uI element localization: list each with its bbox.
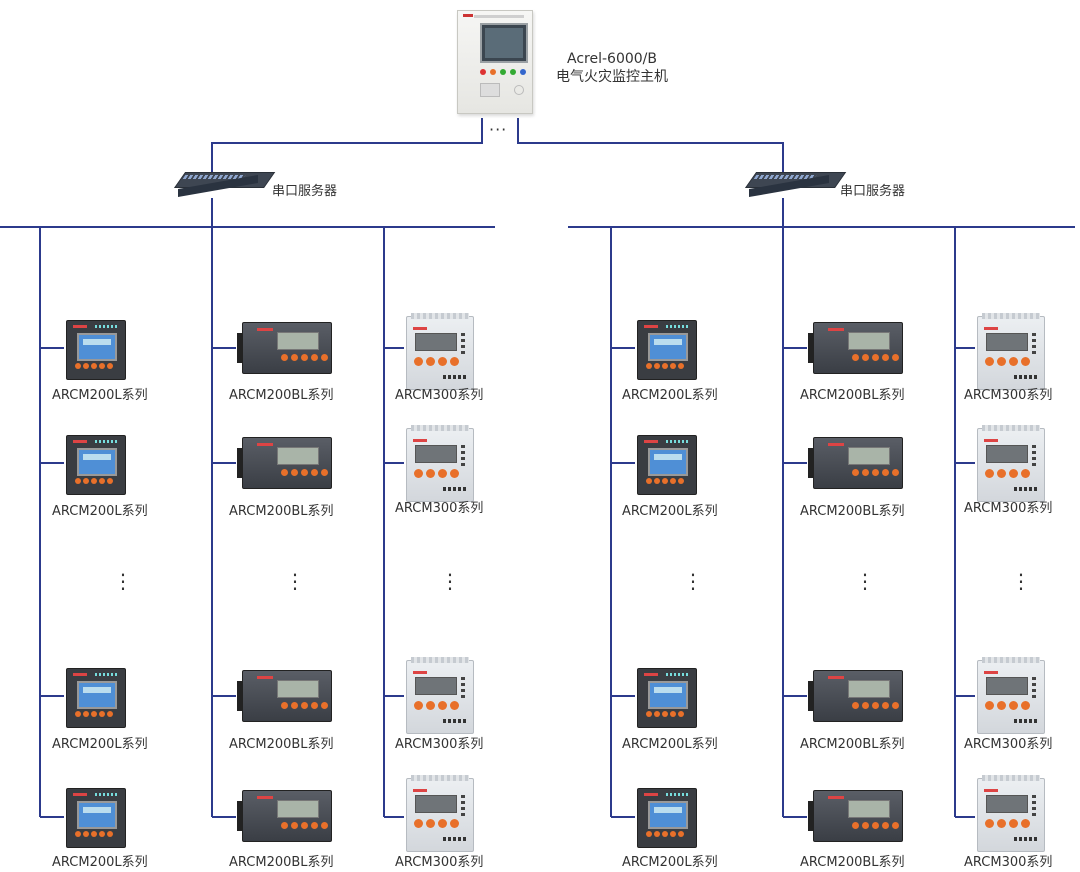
arcm300-din-meter-icon xyxy=(977,775,1045,852)
arcm200bl-meter-icon xyxy=(237,670,332,722)
vertical-ellipsis: ⋮ xyxy=(113,569,133,593)
host-name: 电气火灾监控主机 xyxy=(556,69,668,85)
device-label: ARCM200L系列 xyxy=(52,855,148,870)
arcm300-din-meter-icon xyxy=(977,657,1045,734)
arcm200bl-meter-icon xyxy=(808,437,903,489)
arcm200bl-meter-icon xyxy=(808,790,903,842)
device-label: ARCM300系列 xyxy=(395,501,484,516)
vertical-ellipsis: ⋮ xyxy=(1011,569,1031,593)
arcm200l-meter-icon xyxy=(66,788,126,848)
device-label: ARCM200L系列 xyxy=(52,504,148,519)
vertical-ellipsis: ⋮ xyxy=(440,569,460,593)
arcm200l-meter-icon xyxy=(66,435,126,495)
device-label: ARCM300系列 xyxy=(964,501,1053,516)
host-model: Acrel-6000/B xyxy=(567,51,657,67)
monitoring-host-cabinet-icon xyxy=(457,10,533,114)
arcm300-din-meter-icon xyxy=(977,425,1045,502)
device-label: ARCM300系列 xyxy=(395,737,484,752)
device-label: ARCM200BL系列 xyxy=(800,388,905,403)
device-label: ARCM200L系列 xyxy=(52,388,148,403)
arcm200l-meter-icon xyxy=(66,668,126,728)
vertical-ellipsis: ⋮ xyxy=(855,569,875,593)
arcm200l-meter-icon xyxy=(66,320,126,380)
host-ellipsis: ··· xyxy=(489,120,508,139)
host-link-left xyxy=(211,118,483,172)
arcm200l-meter-icon xyxy=(637,320,697,380)
host-caption: Acrel-6000/B 电气火灾监控主机 xyxy=(556,50,668,86)
device-label: ARCM300系列 xyxy=(964,388,1053,403)
device-label: ARCM200L系列 xyxy=(622,737,718,752)
arcm200bl-meter-icon xyxy=(237,437,332,489)
device-label: ARCM200BL系列 xyxy=(800,737,905,752)
device-label: ARCM200BL系列 xyxy=(229,855,334,870)
arcm200bl-meter-icon xyxy=(808,670,903,722)
serial-server-icon xyxy=(174,172,276,198)
arcm300-din-meter-icon xyxy=(406,775,474,852)
arcm300-din-meter-icon xyxy=(977,313,1045,390)
device-label: ARCM300系列 xyxy=(964,855,1053,870)
serial-server-label-right: 串口服务器 xyxy=(840,184,906,199)
device-label: ARCM300系列 xyxy=(395,855,484,870)
arcm300-din-meter-icon xyxy=(406,425,474,502)
device-label: ARCM200BL系列 xyxy=(229,737,334,752)
arcm300-din-meter-icon xyxy=(406,313,474,390)
device-label: ARCM200L系列 xyxy=(622,388,718,403)
arcm200l-meter-icon xyxy=(637,435,697,495)
arcm200bl-meter-icon xyxy=(237,322,332,374)
device-label: ARCM300系列 xyxy=(395,388,484,403)
serial-server-label-left: 串口服务器 xyxy=(272,184,338,199)
device-label: ARCM200BL系列 xyxy=(800,504,905,519)
device-label: ARCM200L系列 xyxy=(622,504,718,519)
device-label: ARCM300系列 xyxy=(964,737,1053,752)
arcm200bl-meter-icon xyxy=(808,322,903,374)
arcm200l-meter-icon xyxy=(637,788,697,848)
device-label: ARCM200L系列 xyxy=(622,855,718,870)
host-link-right xyxy=(517,118,784,172)
device-label: ARCM200BL系列 xyxy=(800,855,905,870)
vertical-ellipsis: ⋮ xyxy=(683,569,703,593)
arcm200bl-meter-icon xyxy=(237,790,332,842)
arcm300-din-meter-icon xyxy=(406,657,474,734)
device-label: ARCM200L系列 xyxy=(52,737,148,752)
vertical-ellipsis: ⋮ xyxy=(285,569,305,593)
serial-server-icon xyxy=(745,172,847,198)
arcm200l-meter-icon xyxy=(637,668,697,728)
device-label: ARCM200BL系列 xyxy=(229,504,334,519)
device-label: ARCM200BL系列 xyxy=(229,388,334,403)
